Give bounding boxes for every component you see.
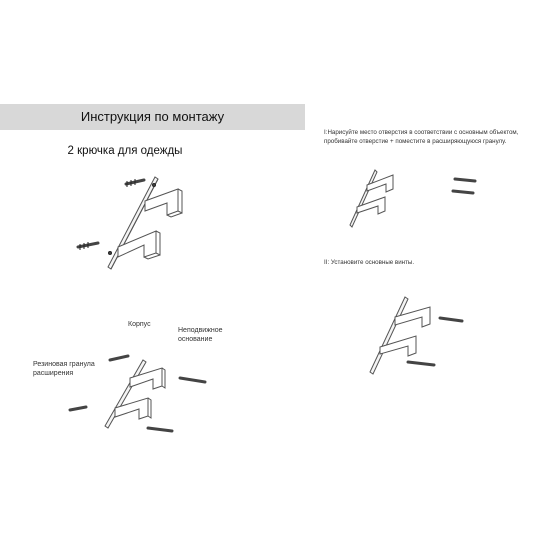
step2-text: II: Установите основные винты. bbox=[324, 259, 415, 266]
fixed-base-label: Неподвижное основание bbox=[178, 327, 223, 343]
exploded-assembly-icon bbox=[60, 340, 210, 440]
body-label: Корпус bbox=[128, 321, 151, 328]
double-hook-with-screws-icon bbox=[70, 165, 210, 285]
hook-with-wall-plugs-icon bbox=[345, 165, 505, 235]
hook-with-screws-icon bbox=[350, 292, 470, 382]
rubber-plug-label: Резиновая гранула расширения bbox=[33, 361, 95, 377]
page-title: Инструкция по монтажу bbox=[80, 109, 225, 124]
product-subtitle: 2 крючка для одежды bbox=[67, 145, 183, 157]
header-band bbox=[0, 104, 305, 130]
step1-text: I:Нарисуйте место отверстия в соответств… bbox=[324, 129, 519, 145]
